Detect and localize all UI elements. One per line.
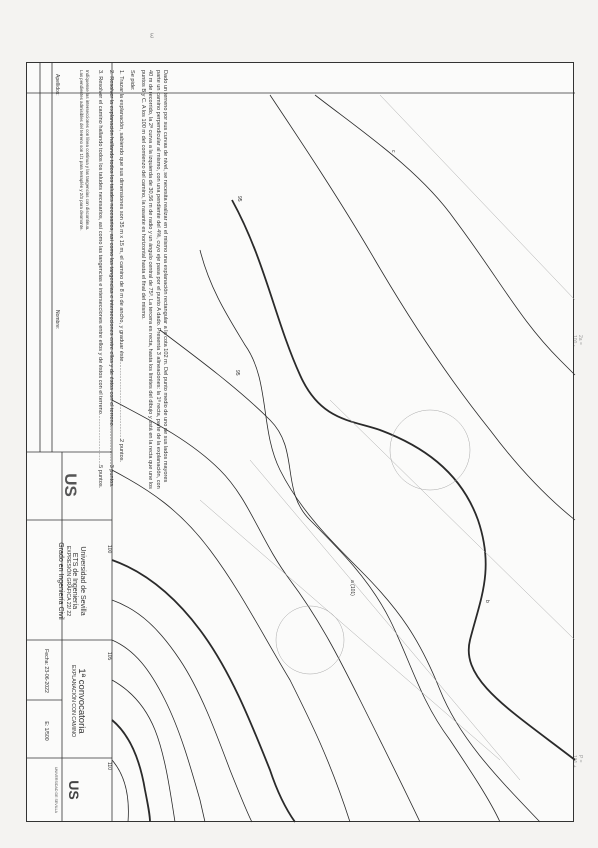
task-item: 1. Trazar la explanación, sabiendo que s… (117, 70, 124, 463)
contour-line (111, 469, 351, 823)
handwritten-top-mark: ε (150, 30, 155, 40)
pencil-line (329, 399, 576, 641)
contour-line (111, 599, 253, 823)
contour-line (159, 329, 501, 823)
school-name: ETS de Ingeniería (70, 552, 78, 610)
seal-text: UNIVERSIDAD DE SEVILLA (54, 766, 58, 814)
name-label: Nombre: (54, 310, 60, 330)
contour-line-index (231, 199, 576, 761)
course-name: EXPRESIÓN GRÁFICA 22/ 22 (64, 545, 71, 617)
contour-lines (111, 94, 576, 823)
student-fields: Apellidos: Nombre: (50, 70, 62, 490)
pencil-line (199, 499, 501, 761)
contour-line (111, 639, 206, 823)
contour-line (111, 679, 176, 823)
ask-heading: Se pide: (129, 70, 136, 91)
contour-line (269, 94, 576, 521)
university-logo: US (61, 473, 80, 497)
point-label-c: c (390, 150, 396, 153)
university-info: Universidad de Sevilla ETS de Ingeniería… (56, 522, 86, 640)
exam-date: Fecha: 23-06-2022 (43, 649, 49, 693)
sheet-lines (27, 62, 575, 822)
pencil-line (249, 459, 521, 781)
contour-line-index (111, 719, 151, 823)
contour-line (111, 759, 129, 823)
degree-name: Grado en Ingeniería Civil (56, 542, 64, 620)
task-item: 2. Resolver la explanación hallando todo… (107, 70, 114, 488)
notes: Indíquense las intersecciones con línea … (60, 70, 90, 490)
task-item: 3. Resolver el camino hallando todos los… (97, 70, 104, 489)
point-label-a: a (101) (349, 580, 355, 596)
contour-line (314, 94, 576, 376)
exam-info: 1ª convocatoria EXPLANACIÓN CON CAMINO (69, 642, 87, 760)
contour-line (199, 249, 541, 823)
statement-paragraph: Dado un terreno por sus curvas de nivel,… (139, 70, 168, 489)
call-name: 1ª convocatoria (76, 668, 87, 734)
pencil-line (379, 94, 576, 301)
contour-line (111, 399, 421, 823)
pencil-construction (199, 94, 576, 781)
problem-statement: Dado un terreno por sus curvas de nivel,… (28, 70, 168, 490)
contour-label: 95 (234, 370, 240, 376)
note-line: Indíquense las intersecciones con línea … (85, 70, 90, 231)
pencil-arc (275, 605, 345, 675)
contour-label: 110 (106, 762, 112, 770)
task-list: 1. Trazar la explanación, sabiendo que s… (96, 70, 124, 490)
note-line: Las pendientes admisibles del terreno so… (79, 70, 85, 231)
pencil-arc (389, 409, 471, 491)
seal-logo: US (66, 780, 82, 800)
drawing-frame (26, 62, 574, 822)
contour-line-index (111, 559, 296, 823)
title-block: US Universidad de Sevilla ETS de Ingenie… (26, 452, 88, 820)
point-label-b: b (484, 600, 490, 603)
topic-name: EXPLANACIÓN CON CAMINO (70, 664, 77, 738)
university-name: Universidad de Sevilla (79, 546, 86, 616)
contour-label: 100 (106, 545, 112, 554)
contour-label: 105 (106, 652, 112, 661)
contour-label: 95 (236, 196, 242, 202)
exam-scale: E: 1/500 (43, 721, 49, 741)
surname-label: Apellidos: (54, 74, 60, 96)
